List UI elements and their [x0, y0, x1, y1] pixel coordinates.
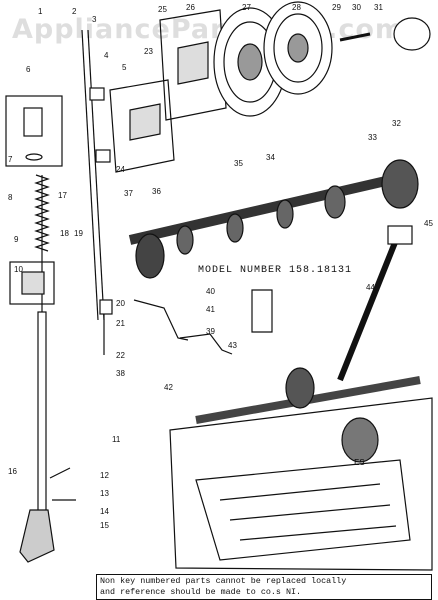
label-29: 29 [332, 3, 341, 12]
label-30: 30 [352, 3, 361, 12]
label-38: 38 [116, 369, 125, 378]
label-45: 45 [424, 219, 433, 228]
label-25: 25 [158, 5, 167, 14]
part-gear [381, 159, 419, 209]
label-27: 27 [242, 3, 251, 12]
part-spring [34, 174, 50, 252]
part-washer [25, 153, 43, 161]
label-36: 36 [152, 187, 161, 196]
label-20: 20 [116, 299, 125, 308]
note-line-2: and reference should be made to co.s NI. [100, 587, 302, 597]
label-26: 26 [186, 3, 195, 12]
label-2: 2 [72, 7, 77, 16]
label-28: 28 [292, 3, 301, 12]
label-41: 41 [206, 305, 215, 314]
label-37: 37 [124, 189, 133, 198]
part-connecting-rod [337, 238, 399, 382]
label-13: 13 [100, 489, 109, 498]
label-10: 10 [14, 265, 23, 274]
label-5: 5 [122, 63, 127, 72]
label-24: 24 [116, 165, 125, 174]
label-43: 43 [228, 341, 237, 350]
label-40: 40 [206, 287, 215, 296]
label-32: 32 [392, 119, 401, 128]
label-44: 44 [366, 283, 375, 292]
label-33: 33 [368, 133, 377, 142]
label-3: 3 [92, 15, 97, 24]
part-screw-30 [339, 32, 371, 42]
inset-25 [159, 9, 227, 121]
label-11: 11 [112, 435, 121, 444]
label-21: 21 [116, 319, 125, 328]
part-lever-43 [179, 333, 233, 355]
label-1: 1 [38, 7, 43, 16]
label-4: 4 [104, 51, 109, 60]
part-knob [23, 107, 43, 137]
part-presser-foot [19, 509, 55, 563]
label-12: 12 [100, 471, 109, 480]
watermark: AppliancePartsPros.com [12, 14, 405, 45]
part-guide-box [5, 95, 63, 167]
part-needle-bar [37, 311, 47, 513]
label-14: 14 [100, 507, 109, 516]
part-clutch-disc [393, 17, 431, 51]
part-labels: 1 2 3 4 5 6 7 8 9 10 11 12 13 14 15 16 1… [8, 3, 433, 530]
label-31: 31 [374, 3, 383, 12]
label-42: 42 [164, 383, 173, 392]
label-39: 39 [206, 327, 215, 336]
part-lever-39 [133, 299, 189, 341]
label-22: 22 [116, 351, 125, 360]
label-15: 15 [100, 521, 109, 530]
label-16: 16 [8, 467, 17, 476]
label-19: 19 [74, 229, 83, 238]
inset-machine-base [169, 397, 433, 571]
label-17: 17 [58, 191, 67, 200]
inset-label: ES [354, 458, 365, 468]
label-6: 6 [26, 65, 31, 74]
part-clamp [89, 87, 105, 101]
label-34: 34 [266, 153, 275, 162]
label-9: 9 [14, 235, 19, 244]
part-bracket-box [9, 261, 55, 305]
replacement-note: Non key numbered parts cannot be replace… [96, 574, 432, 600]
part-plate-40 [251, 289, 273, 333]
label-23: 23 [144, 47, 153, 56]
part-needle-rod [81, 29, 99, 321]
part-thumbscrew [49, 467, 76, 501]
model-number-label: MODEL NUMBER 158.18131 [198, 265, 353, 276]
label-7: 7 [8, 155, 13, 164]
label-18: 18 [60, 229, 69, 238]
part-bracket [21, 271, 45, 295]
note-line-1: Non key numbered parts cannot be replace… [100, 576, 347, 586]
part-arm-shaft [128, 175, 392, 245]
label-35: 35 [234, 159, 243, 168]
inset-23 [109, 79, 175, 173]
label-8: 8 [8, 193, 13, 202]
